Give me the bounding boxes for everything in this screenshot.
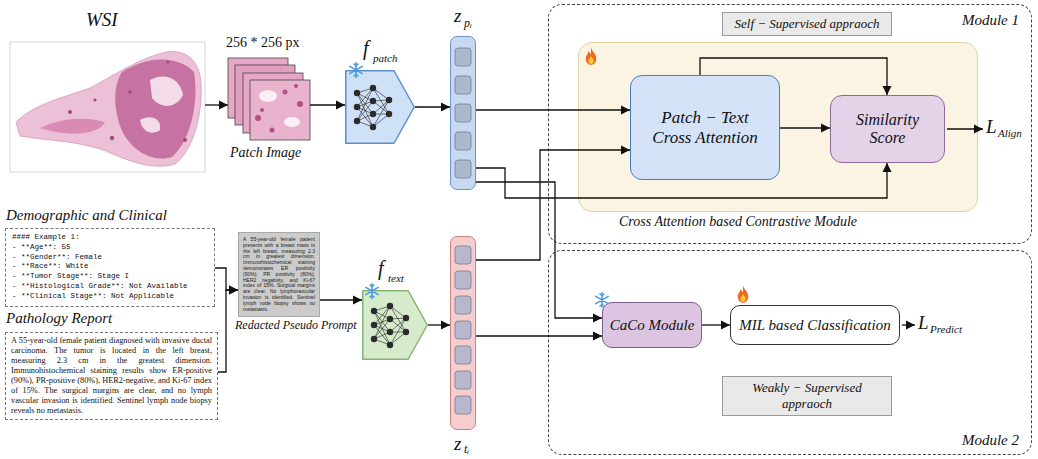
wsi-illustration — [10, 42, 205, 172]
connector-arrow — [780, 127, 830, 128]
node-text: Patch − Text Cross Attention — [647, 108, 763, 148]
connector-arrow — [702, 324, 730, 325]
node-text: text — [388, 273, 404, 284]
embedding-cells — [455, 246, 471, 414]
node-text: z — [454, 434, 461, 453]
node-text: Redacted Pseudo Prompt — [235, 319, 357, 331]
connector-arrow — [700, 58, 887, 95]
connector-arrow — [476, 109, 630, 110]
report-box: Pathology ReportA 55-year-old female pat… — [5, 332, 218, 420]
encoder-outline — [363, 291, 428, 360]
caco-box: CaCo Module — [602, 302, 702, 348]
node-text: #### Example 1: — [12, 233, 208, 243]
loss-subscript: Predict — [930, 324, 962, 335]
connector-arrow — [476, 163, 887, 198]
clinical-box: Demographic and Clinical#### Example 1:-… — [5, 228, 215, 307]
node-text: MIL based Classification — [739, 317, 890, 334]
patch-tiles — [228, 58, 310, 140]
node-text: - **Histological Grade**: Not Available — [12, 282, 208, 292]
connector-arrow — [415, 106, 450, 107]
node-text: A 55-year-old female patient diagnosed w… — [11, 336, 212, 416]
node-text: Self − Supervised appraoch — [735, 16, 880, 32]
connector-arrow — [476, 182, 602, 318]
connector-arrow — [218, 290, 238, 372]
connector-arrow — [428, 324, 450, 325]
node-text: - **Tumor Stage**: Stage I — [12, 272, 208, 282]
node-text: 256 * 256 px — [226, 36, 300, 50]
encoder-network — [354, 85, 409, 348]
loss-symbol: L — [986, 117, 997, 136]
connector-arrow — [476, 150, 630, 260]
connector-arrow — [310, 104, 345, 105]
node-text: - **Race**: White — [12, 262, 208, 272]
mil-box: MIL based Classification — [730, 305, 900, 345]
node-text: Similarity Score — [837, 111, 938, 147]
node-text: patch — [373, 53, 397, 64]
module-region: Module 1 Self − Supervised appraochCross … — [548, 4, 1032, 244]
embedding-cells — [455, 48, 471, 178]
node-text: Demographic and Clinical — [6, 208, 167, 223]
connector-arrow — [476, 335, 602, 336]
loss-symbol: L — [918, 313, 929, 332]
trainable-icon — [586, 47, 749, 303]
prompt-box: A 55-year-old female patient presents wi… — [238, 232, 320, 317]
connector-arrow — [215, 268, 238, 290]
node-text: Module 2 — [962, 433, 1019, 448]
node-text: z — [454, 6, 461, 25]
node-text: tᵢ — [464, 443, 469, 455]
connector-arrow — [320, 299, 362, 300]
contrastive-module: Cross Attention based Contrastive Module… — [578, 42, 978, 212]
approach-tag: Weakly − Supervised appraoch — [722, 376, 892, 416]
node-text: - **Clinical Stage**: Not Applicable — [12, 292, 208, 302]
node-text: WSI — [86, 10, 118, 29]
node-text: - **Age**: 55 — [12, 243, 208, 253]
connector-arrow — [205, 104, 228, 105]
node-text: Weakly − Supervised appraoch — [729, 380, 885, 412]
node-text: Patch Image — [230, 146, 301, 160]
encoder-outline — [346, 71, 415, 144]
attention-box: Patch − Text Cross Attention — [630, 75, 780, 180]
node-text: - **Gender**: Female — [12, 253, 208, 263]
frozen-icon — [350, 63, 608, 307]
node-text: Pathology Report — [6, 311, 112, 326]
approach-tag: Self − Supervised appraoch — [722, 12, 892, 36]
node-text: A 55-year-old female patient presents wi… — [243, 237, 315, 312]
similarity-box: Similarity Score — [830, 95, 945, 163]
module-region: Module 2 CaCo Module MIL based Classificat… — [548, 250, 1032, 455]
node-text: Module 1 — [962, 13, 1019, 28]
node-text: pᵢ — [464, 17, 472, 29]
node-text: f — [363, 38, 369, 58]
node-text: CaCo Module — [610, 317, 695, 334]
node-text: f — [378, 258, 384, 278]
loss-arrow — [902, 129, 983, 325]
loss-subscript: Align — [998, 128, 1022, 139]
node-text: Cross Attention based Contrastive Module — [619, 215, 857, 229]
